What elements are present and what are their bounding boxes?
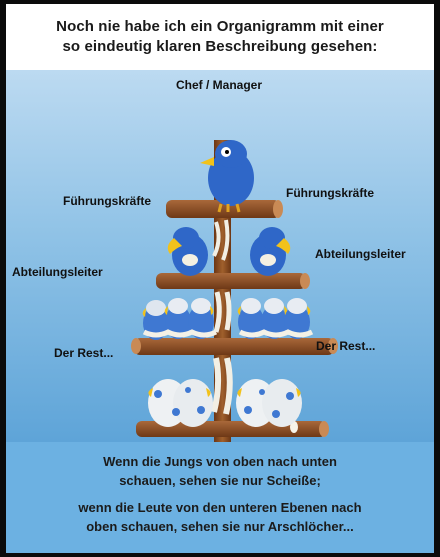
dept-birds-right <box>237 298 314 339</box>
label-abteilung-right: Abteilungsleiter <box>315 247 406 261</box>
footer-line-4: oben schauen, sehen sie nur Arschlöcher.… <box>86 519 354 534</box>
label-rest-right: Der Rest... <box>316 339 376 353</box>
header-caption: Noch nie habe ich ein Organigramm mit ei… <box>6 4 434 70</box>
org-chart-illustration: Chef / Manager Führungskräfte Führungskr… <box>6 70 434 442</box>
manager-bird-left <box>167 227 208 276</box>
crossbar-2 <box>156 273 306 289</box>
label-fuehrung-left: Führungskräfte <box>63 194 152 208</box>
header-line-1: Noch nie habe ich ein Organigramm mit ei… <box>56 18 384 35</box>
label-chef: Chef / Manager <box>176 78 263 92</box>
header-line-2: so eindeutig klaren Beschreibung gesehen… <box>62 38 378 55</box>
footer-line-1: Wenn die Jungs von oben nach unten <box>103 454 337 469</box>
footer-caption: Wenn die Jungs von oben nach unten schau… <box>6 442 434 553</box>
label-abteilung-left: Abteilungsleiter <box>12 265 103 279</box>
meme-image: Noch nie habe ich ein Organigramm mit ei… <box>6 4 434 553</box>
footer-line-2: schauen, sehen sie nur Scheiße; <box>119 473 321 488</box>
rest-birds-left <box>148 379 213 427</box>
label-rest-left: Der Rest... <box>54 346 114 360</box>
label-fuehrung-right: Führungskräfte <box>286 186 375 200</box>
rest-birds-right <box>236 379 302 427</box>
dept-birds-left <box>142 298 218 340</box>
manager-bird-right <box>250 227 291 276</box>
crossbar-top <box>166 200 280 218</box>
footer-line-3: wenn die Leute von den unteren Ebenen na… <box>78 500 362 515</box>
crossbar-3 <box>134 338 334 355</box>
pole-illustration <box>131 140 338 442</box>
chef-bird <box>200 140 254 213</box>
